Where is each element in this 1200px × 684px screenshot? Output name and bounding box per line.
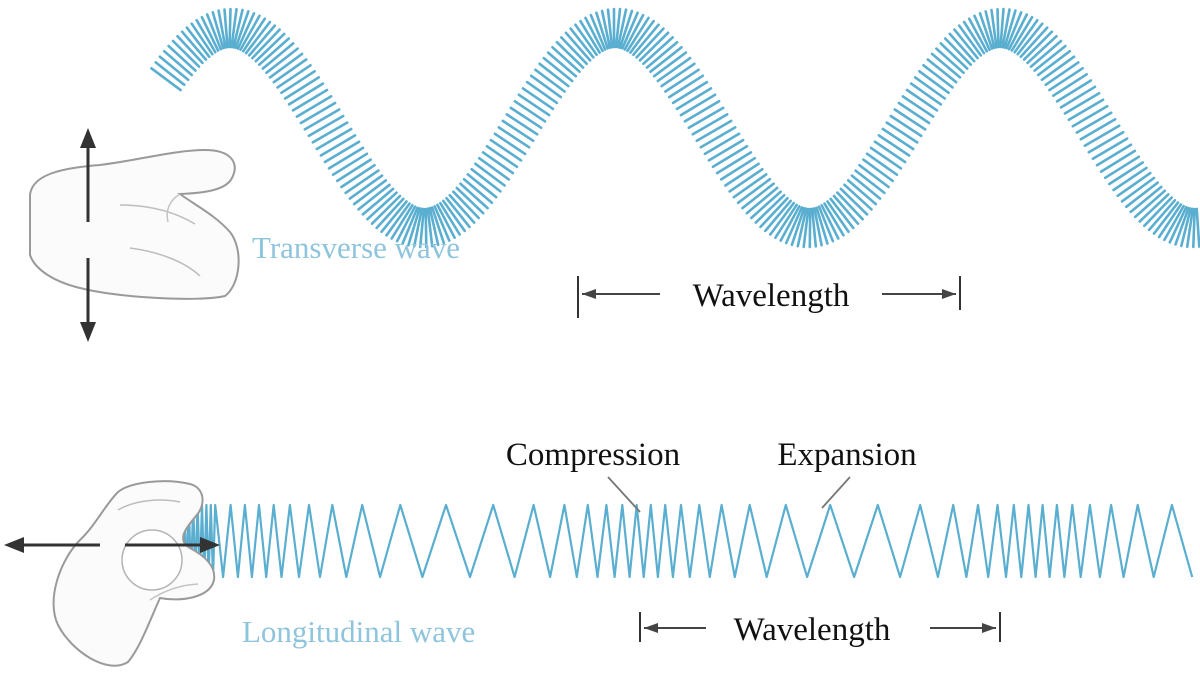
compression-leader-line [607, 476, 641, 513]
transverse-coil-strokes [150, 7, 1200, 249]
transverse-hand-icon [29, 148, 240, 300]
expansion-leader-line [821, 476, 851, 509]
transverse-wavelength-label: Wavelength [693, 278, 850, 314]
expansion-label: Expansion [777, 437, 916, 473]
horizontal-motion-arrow-icon [4, 537, 220, 553]
longitudinal-spring-coil [178, 503, 1194, 579]
longitudinal-section: Longitudinal wave Compression Expansion … [4, 437, 1194, 667]
transverse-section: Transverse wave Wavelength [29, 7, 1200, 342]
longitudinal-hand-icon [52, 480, 216, 667]
longitudinal-wave-title: Longitudinal wave [242, 614, 475, 649]
transverse-wavelength-dimension: Wavelength [577, 276, 961, 318]
vertical-motion-arrow-icon [80, 128, 96, 342]
transverse-wave-title: Transverse wave [252, 230, 460, 265]
longitudinal-wavelength-dimension: Wavelength [639, 612, 1001, 648]
compression-label: Compression [506, 437, 680, 473]
longitudinal-wavelength-label: Wavelength [734, 612, 891, 648]
transverse-spring-coil [150, 7, 1200, 249]
